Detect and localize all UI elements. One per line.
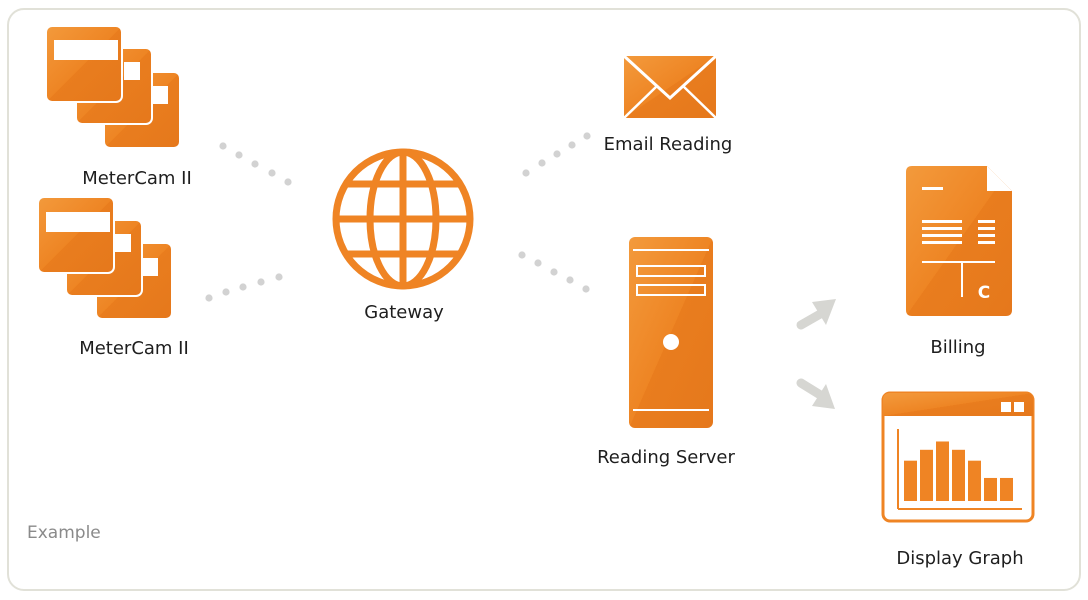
metercam-top-icon bbox=[45, 25, 181, 149]
graph-bar bbox=[1000, 477, 1013, 501]
graph-bar bbox=[936, 441, 949, 501]
graph-bars bbox=[904, 441, 1013, 501]
display-graph-label: Display Graph bbox=[896, 548, 1024, 569]
globe-icon bbox=[332, 148, 474, 290]
arrow-to-graph-icon bbox=[796, 378, 835, 409]
graph-bar bbox=[904, 460, 917, 501]
metercam-bottom-icon bbox=[37, 196, 173, 320]
connector-metercam-top-gateway bbox=[219, 142, 292, 186]
billing-label: Billing bbox=[930, 337, 986, 358]
connector-metercam-bottom-gateway bbox=[205, 273, 283, 302]
diagram-frame bbox=[7, 8, 1081, 591]
gateway-label: Gateway bbox=[364, 302, 444, 323]
billing-document-icon: C bbox=[906, 166, 1012, 316]
billing-glyph: C bbox=[978, 283, 990, 303]
metercam-bottom-label: MeterCam II bbox=[79, 338, 189, 359]
example-note: Example bbox=[27, 523, 101, 543]
metercam-top-label: MeterCam II bbox=[82, 168, 192, 189]
email-reading-label: Email Reading bbox=[603, 134, 733, 155]
arrow-to-billing-icon bbox=[796, 299, 836, 330]
graph-bar bbox=[952, 449, 965, 501]
graph-bar bbox=[920, 449, 933, 501]
graph-window-icon bbox=[881, 391, 1035, 523]
server-icon bbox=[629, 237, 713, 428]
connector-gateway-server bbox=[518, 251, 590, 293]
reading-server-label: Reading Server bbox=[597, 447, 735, 468]
envelope-icon bbox=[622, 54, 718, 119]
connector-gateway-email bbox=[522, 132, 591, 177]
graph-bar bbox=[968, 460, 981, 501]
graph-bar bbox=[984, 477, 997, 501]
